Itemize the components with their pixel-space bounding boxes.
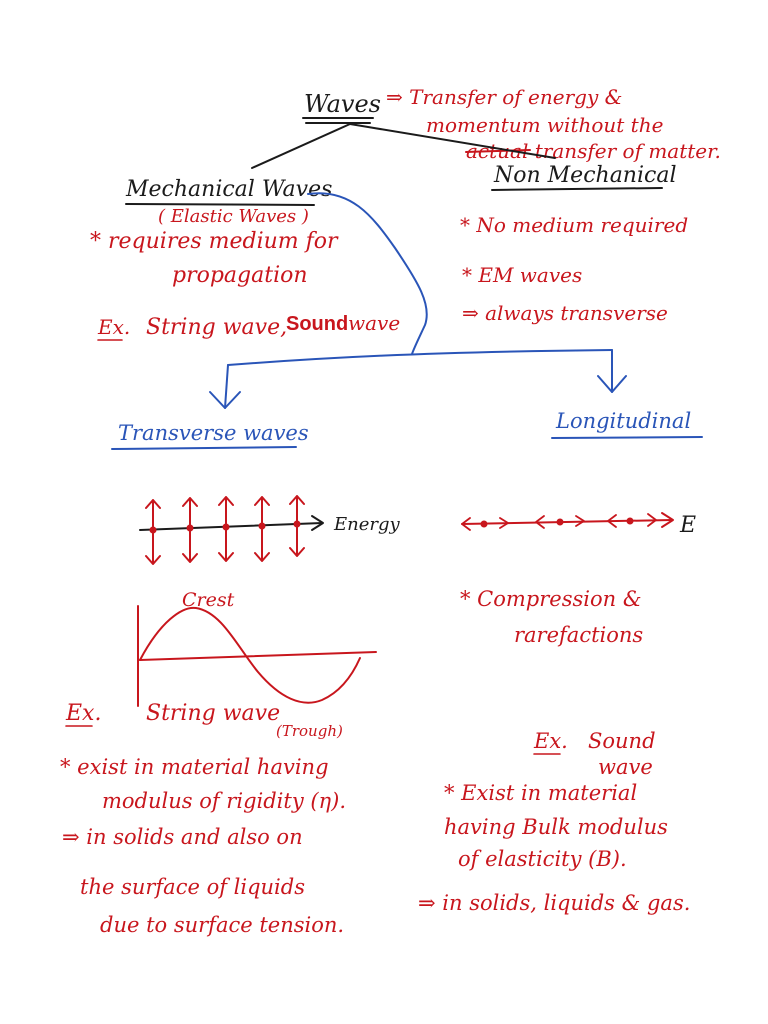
mechanical-title: Mechanical Waves <box>125 177 332 202</box>
particle-dot <box>149 526 157 534</box>
arrow-down-left-icon <box>209 391 241 409</box>
left-right-arrow-icon <box>607 513 657 528</box>
longitudinal-note-1: * Exist in material <box>444 781 637 805</box>
root-title: Waves <box>304 90 381 118</box>
non-mechanical-point-2: * EM waves <box>462 263 582 287</box>
non-mechanical-title-underline <box>491 187 663 191</box>
left-right-arrow-icon <box>535 515 585 529</box>
transverse-section: Transverse waves Energy Crest (Trough) E… <box>60 421 401 937</box>
sine-curve <box>139 606 361 704</box>
connector-curve <box>307 192 428 355</box>
longitudinal-oscillation-marks <box>461 513 657 531</box>
longitudinal-title-underline <box>551 436 703 439</box>
transverse-title: Transverse waves <box>118 421 309 445</box>
root-definition-line-2: momentum without the <box>426 113 663 137</box>
mechanical-section: Mechanical Waves ( Elastic Waves ) * req… <box>90 177 400 341</box>
transverse-example-text: String wave <box>146 701 280 726</box>
longitudinal-note-top-1: * Compression & <box>460 587 642 611</box>
arrow-down-right-icon <box>597 375 627 393</box>
mechanical-example-emph: Sound <box>286 313 348 335</box>
longitudinal-energy-axis <box>461 519 673 525</box>
root-node: Waves ⇒ Transfer of energy & momentum wi… <box>302 85 721 163</box>
mechanical-point-1: * requires medium for <box>90 229 339 254</box>
mechanical-example-prefix: Ex. <box>97 315 130 339</box>
particle-dot <box>556 518 564 526</box>
mechanical-title-underline <box>125 203 315 206</box>
particle-dot <box>258 522 266 530</box>
oscillation-arrows <box>145 495 305 565</box>
longitudinal-note-top-2: rarefactions <box>514 623 643 647</box>
non-mechanical-title: Non Mechanical <box>493 163 677 188</box>
longitudinal-title: Longitudinal <box>555 409 691 433</box>
branch-to-non-mechanical <box>349 123 556 159</box>
particle-dot <box>293 520 301 528</box>
non-mechanical-point-1: * No medium required <box>460 213 688 237</box>
particle-dot <box>480 520 488 528</box>
transverse-note-5: due to surface tension. <box>100 913 344 937</box>
root-title-underline <box>302 117 374 124</box>
longitudinal-energy-label: E <box>679 513 696 538</box>
transverse-note-4: the surface of liquids <box>80 875 305 899</box>
trough-label: (Trough) <box>276 722 343 740</box>
particle-dot <box>626 517 634 525</box>
particle-dot <box>222 523 230 531</box>
crest-label: Crest <box>182 589 235 611</box>
transverse-energy-axis <box>139 522 323 531</box>
transverse-title-underline <box>111 446 297 450</box>
transverse-note-1: * exist in material having <box>60 755 329 779</box>
longitudinal-note-2: having Bulk modulus <box>444 815 668 839</box>
mechanical-point-2: propagation <box>172 263 308 288</box>
longitudinal-example-line-2: wave <box>598 755 653 779</box>
longitudinal-energy-arrowhead-icon <box>661 512 674 528</box>
non-mechanical-point-3: ⇒ always transverse <box>462 301 668 325</box>
root-definition-line-1: ⇒ Transfer of energy & <box>386 85 622 109</box>
connector-drop-left <box>224 364 229 409</box>
non-mechanical-section: Non Mechanical * No medium required * EM… <box>460 163 688 325</box>
mechanical-split-connector <box>209 192 627 409</box>
longitudinal-note-4: ⇒ in solids, liquids & gas. <box>418 891 690 915</box>
transverse-example-prefix: Ex. <box>65 701 101 726</box>
longitudinal-example-line-1: Sound <box>588 729 656 753</box>
mechanical-example-text: String wave, <box>146 315 287 340</box>
longitudinal-note-3: of elasticity (B). <box>458 847 627 871</box>
transverse-energy-label: Energy <box>333 514 401 535</box>
mechanical-example-tail: wave <box>348 311 400 335</box>
strike-through-actual <box>465 149 531 153</box>
connector-bar <box>227 349 613 366</box>
transverse-note-3: ⇒ in solids and also on <box>62 825 303 849</box>
longitudinal-example-prefix: Ex. <box>533 729 568 753</box>
transverse-note-2: modulus of rigidity (η). <box>102 789 346 813</box>
mechanical-subtitle: ( Elastic Waves ) <box>158 206 309 227</box>
branch-to-mechanical <box>251 123 351 169</box>
particle-dot <box>186 524 194 532</box>
longitudinal-section: Longitudinal E * Compression & rarefacti… <box>418 409 703 915</box>
left-right-arrow-icon <box>461 517 509 531</box>
wave-horizontal-axis <box>139 651 377 661</box>
transverse-energy-arrowhead-icon <box>311 515 324 531</box>
